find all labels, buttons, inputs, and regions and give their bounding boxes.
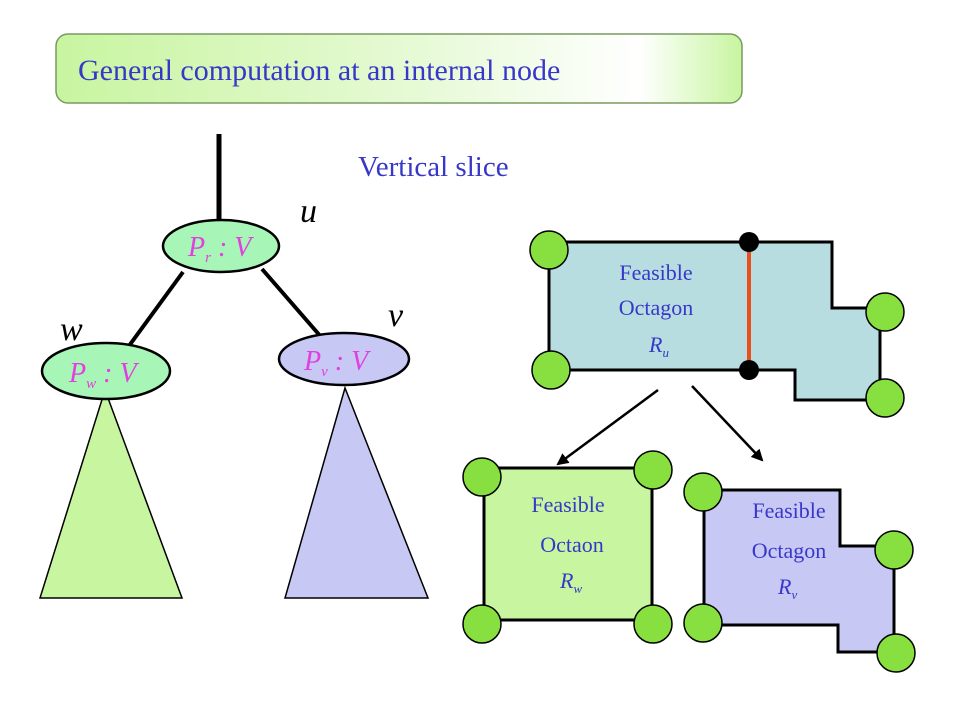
svg-text:Rv: Rv xyxy=(777,574,797,602)
vertical-slice-label: Vertical slice xyxy=(358,151,509,183)
polygon-ru-var-base: R xyxy=(648,332,663,357)
vertex-dot xyxy=(865,378,905,418)
polygon-rw: Feasible Octaon Rw xyxy=(462,450,673,644)
node-w-suffix: : V xyxy=(96,358,139,389)
polygon-rv-line1: Feasible xyxy=(752,498,825,523)
arrow-to-rv xyxy=(691,385,764,462)
polygon-rw-var-base: R xyxy=(559,568,574,593)
node-u-sub: r xyxy=(205,250,211,266)
tree-node-v: Pv : V xyxy=(277,331,411,387)
polygon-rv-line2: Octagon xyxy=(752,538,827,563)
label-v: v xyxy=(388,297,404,334)
tree-node-w: Pw : V xyxy=(40,341,172,401)
polygon-rw-line1: Feasible xyxy=(531,492,604,517)
polygon-rv-var-sub: v xyxy=(791,587,797,602)
vertex-dot xyxy=(633,450,673,490)
tree-edges xyxy=(124,134,324,352)
polygon-rv-var-base: R xyxy=(777,574,792,599)
polygon-ru-var-sub: u xyxy=(662,345,669,360)
label-u: u xyxy=(300,193,317,230)
svg-text:Pv : V: Pv : V xyxy=(303,346,371,380)
vertex-dot xyxy=(462,457,502,497)
vertex-dot xyxy=(633,604,673,644)
polygon-ru-line2: Octagon xyxy=(619,295,694,320)
node-w-sub: w xyxy=(86,376,96,392)
vertex-dot xyxy=(874,530,914,570)
vertex-dot xyxy=(683,603,723,643)
node-w-base: P xyxy=(68,358,86,389)
tree-node-u: Pr : V xyxy=(161,218,281,274)
node-v-suffix: : V xyxy=(328,346,371,377)
svg-text:Ru: Ru xyxy=(648,332,669,360)
slice-top-vertex xyxy=(739,232,759,252)
vertex-dot xyxy=(865,292,905,332)
node-v-base: P xyxy=(303,346,321,377)
left-subtree-triangle xyxy=(38,387,184,599)
vertex-dot xyxy=(462,604,502,644)
edge-u-v xyxy=(260,267,324,340)
svg-text:Pr : V: Pr : V xyxy=(187,232,254,266)
edge-u-w xyxy=(124,270,185,352)
arrow-to-rw xyxy=(556,388,659,466)
svg-text:Pw : V: Pw : V xyxy=(68,358,139,392)
polygon-ru: Feasible Octagon Ru xyxy=(529,230,905,418)
node-v-sub: v xyxy=(321,364,328,380)
vertex-dot xyxy=(529,230,569,270)
polygon-rv: Feasible Octagon Rv xyxy=(683,472,916,673)
slice-bottom-vertex xyxy=(739,360,759,380)
polygon-rw-line2: Octaon xyxy=(540,532,604,557)
node-u-suffix: : V xyxy=(211,232,254,263)
polygon-ru-line1: Feasible xyxy=(619,260,692,285)
title-banner: General computation at an internal node xyxy=(55,33,743,104)
node-u-base: P xyxy=(187,232,205,263)
vertex-dot xyxy=(876,633,916,673)
vertex-dot xyxy=(683,472,723,512)
vertex-dot xyxy=(531,350,571,390)
right-subtree-triangle xyxy=(284,385,430,599)
label-w: w xyxy=(60,311,83,348)
svg-text:Rw: Rw xyxy=(559,568,582,596)
title-text: General computation at an internal node xyxy=(78,54,560,87)
polygon-rw-var-sub: w xyxy=(573,581,582,596)
